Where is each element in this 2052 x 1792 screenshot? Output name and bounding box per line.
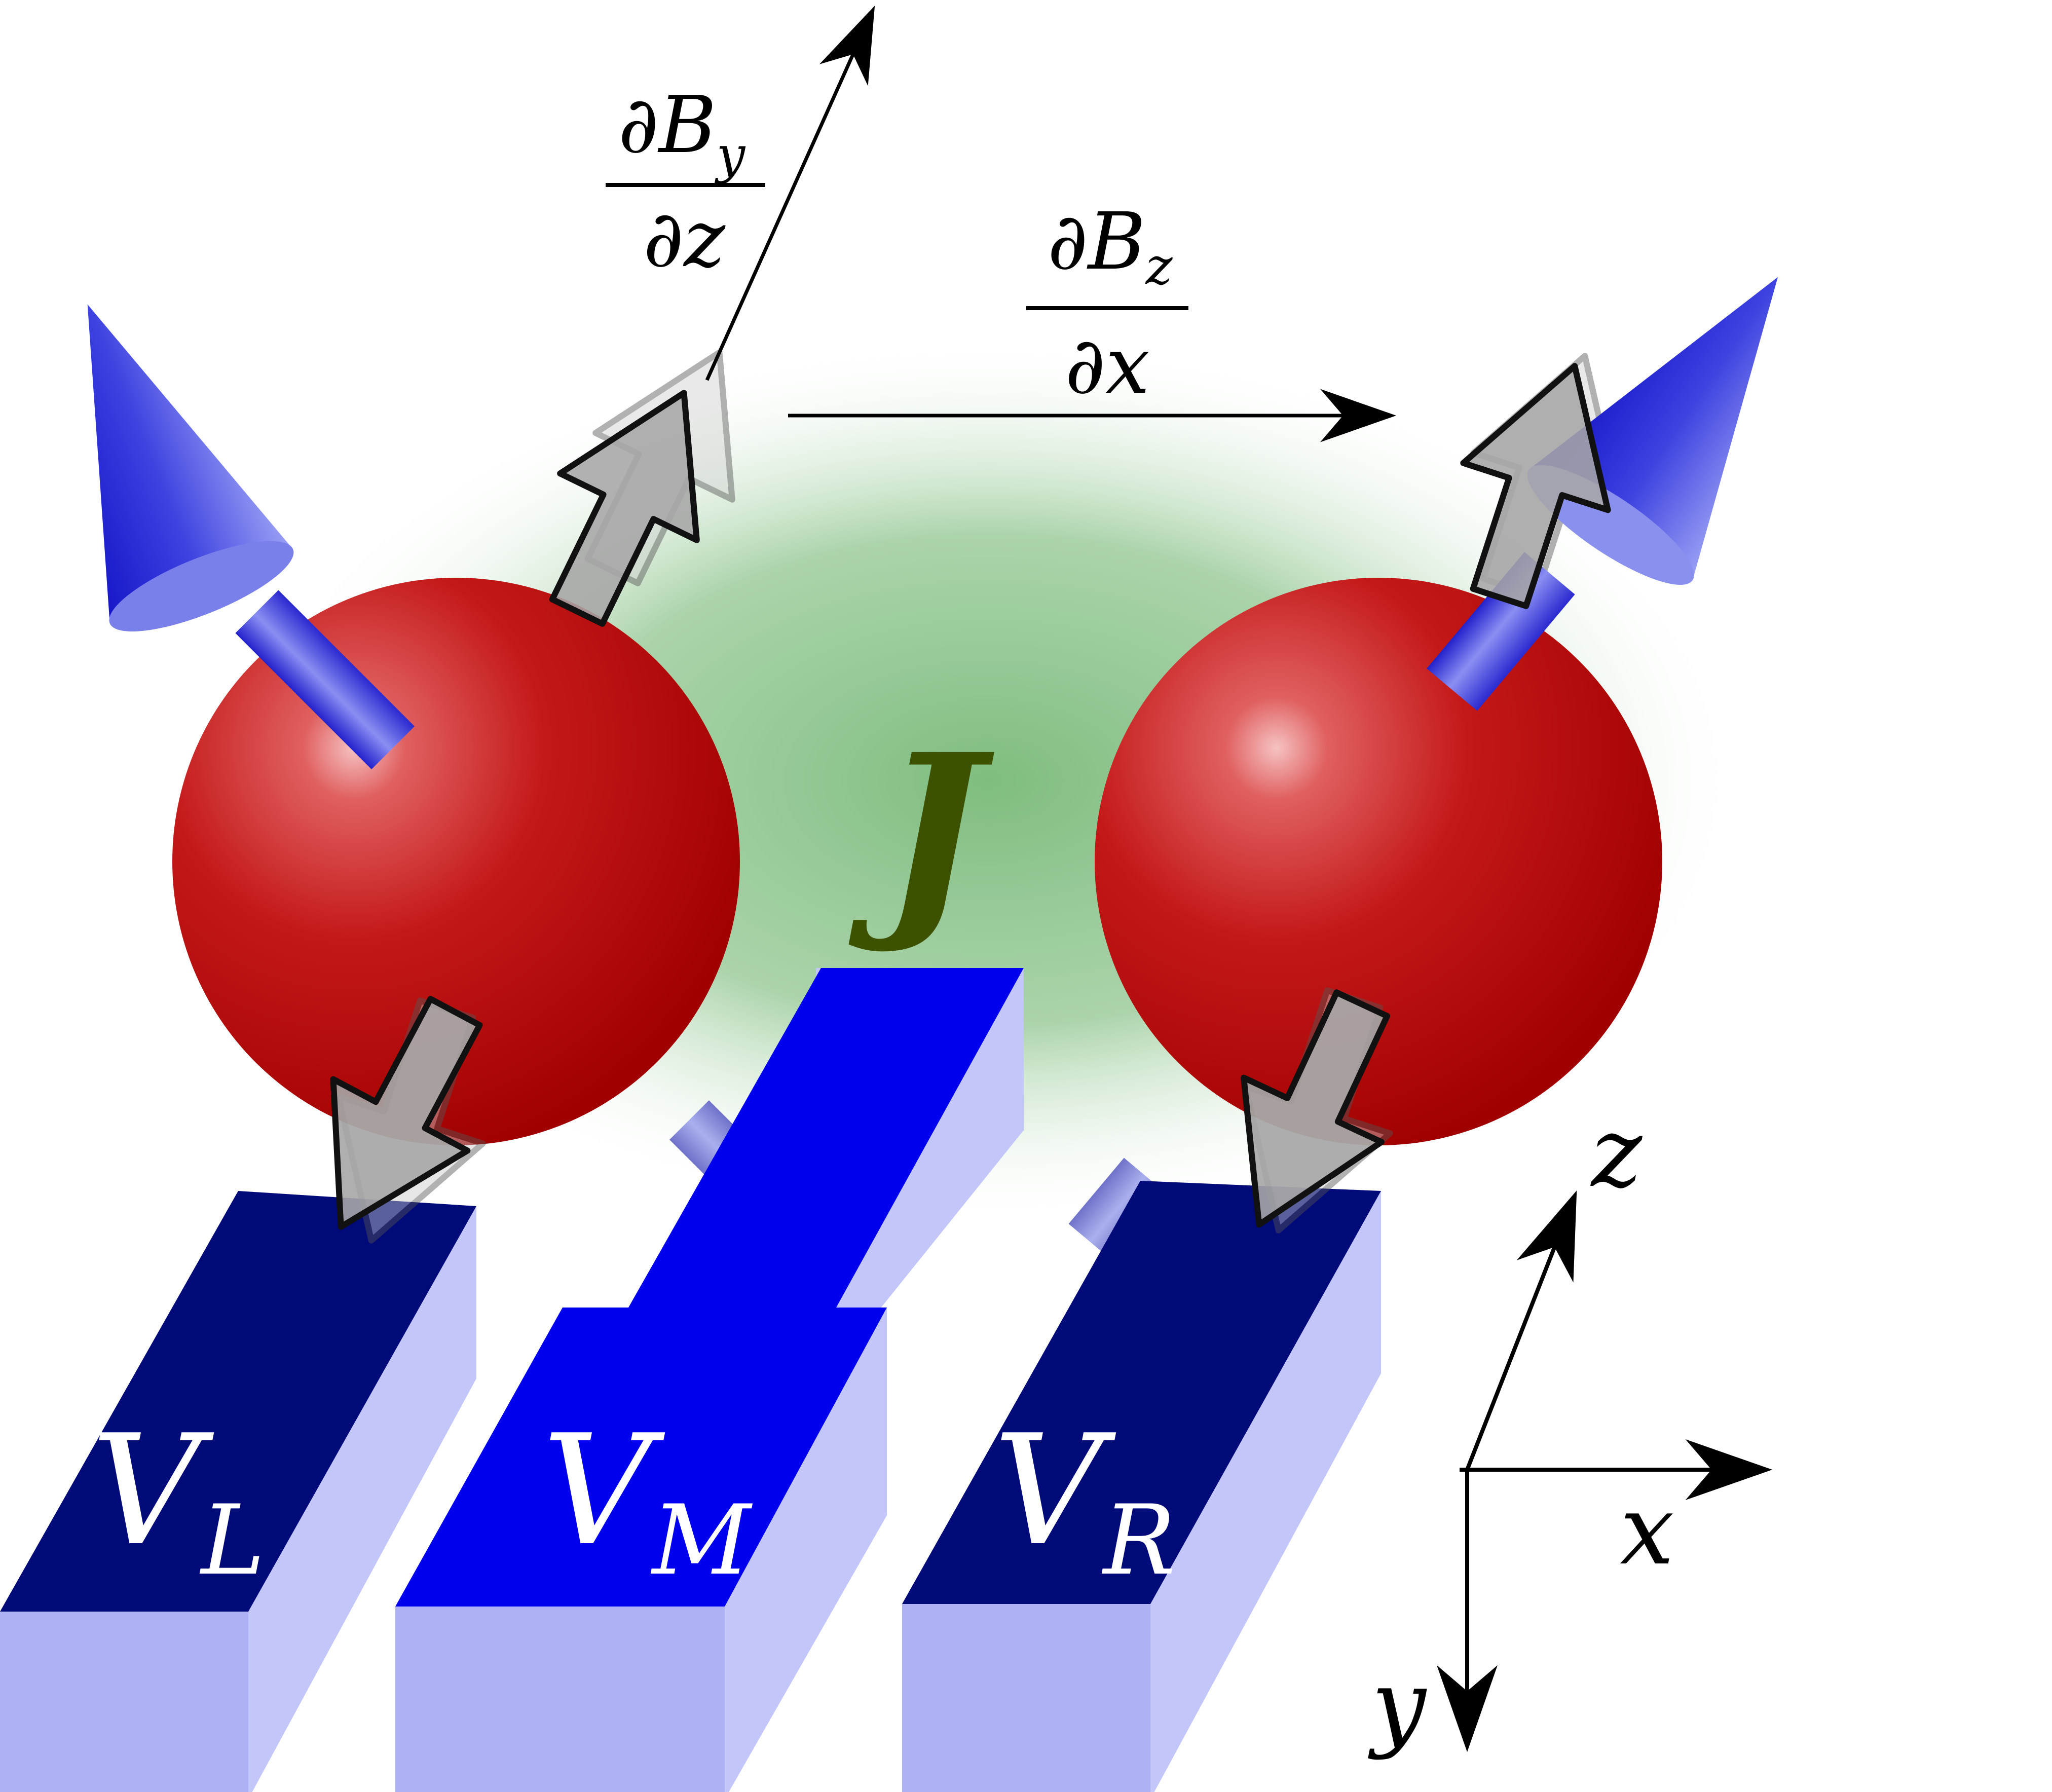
left-quantum-dot xyxy=(172,578,740,1145)
gate-right-label: VR xyxy=(993,1402,1176,1596)
y-axis-label: y xyxy=(1367,1649,1427,1761)
grad-z-den-partial: ∂ xyxy=(1065,320,1105,412)
z-axis-label: z xyxy=(1590,1097,1643,1209)
right-quantum-dot xyxy=(1095,578,1662,1145)
svg-text:∂Bz: ∂Bz xyxy=(1048,196,1173,296)
svg-text:∂z: ∂z xyxy=(643,193,726,285)
grad-z-num-var: B xyxy=(1087,196,1146,287)
coordinate-axes: x y z xyxy=(1367,1097,1773,1761)
left-spin-cone-arrow-icon xyxy=(87,304,415,769)
grad-y-num-var: B xyxy=(657,79,717,171)
grad-z-num-sub: z xyxy=(1145,237,1173,296)
svg-text:∂x: ∂x xyxy=(1065,320,1150,412)
grad-y-den-var: z xyxy=(683,193,726,285)
gate-middle xyxy=(395,968,1024,1792)
gradient-y-arrow xyxy=(705,6,875,381)
z-axis xyxy=(1465,1190,1577,1471)
gate-left-var: V xyxy=(91,1402,215,1579)
grad-y-num-sub: y xyxy=(715,125,746,184)
gate-middle-sub: M xyxy=(651,1484,753,1596)
x-axis-label: x xyxy=(1620,1474,1674,1586)
gate-left-label: VL xyxy=(91,1402,265,1596)
gradient-z-label: ∂Bz ∂x xyxy=(1026,196,1188,412)
grad-z-partial: ∂ xyxy=(1048,196,1088,287)
gradient-y-label: ∂By ∂z xyxy=(606,79,765,285)
grad-z-den-var: x xyxy=(1105,320,1149,412)
grad-y-partial: ∂ xyxy=(618,79,659,171)
gate-middle-var: V xyxy=(542,1402,666,1579)
gate-right-sub: R xyxy=(1102,1484,1176,1596)
grad-y-den-partial: ∂ xyxy=(643,193,684,285)
gate-right-var: V xyxy=(993,1402,1117,1579)
gate-left xyxy=(0,1191,476,1792)
gate-right xyxy=(902,1181,1381,1792)
gate-middle-label: VM xyxy=(542,1402,753,1596)
gate-left-sub: L xyxy=(200,1484,265,1596)
svg-text:∂By: ∂By xyxy=(618,79,746,184)
